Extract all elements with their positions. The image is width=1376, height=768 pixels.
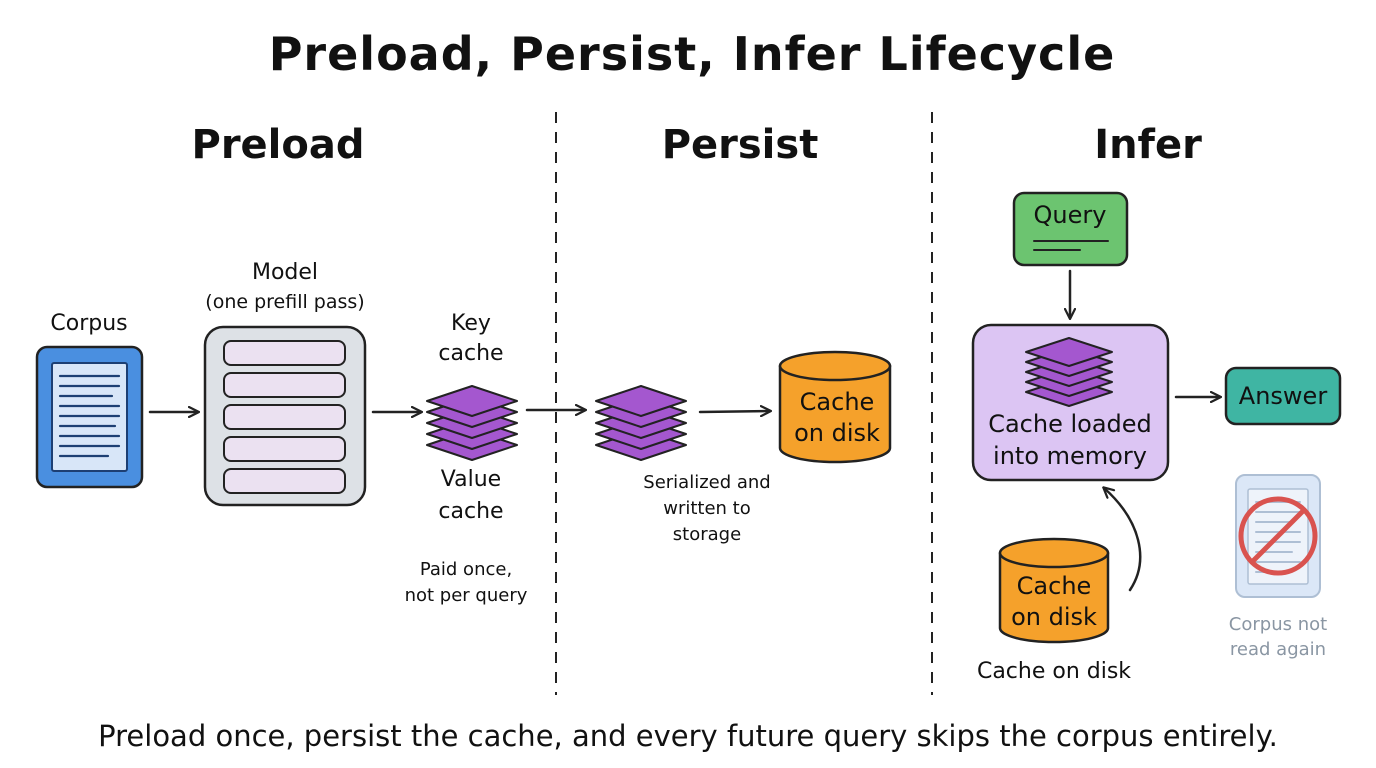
kv-cache-stack-icon — [1025, 337, 1113, 407]
model-block — [203, 325, 367, 507]
memory-label: Cache loaded — [988, 410, 1152, 438]
section-title-infer: Infer — [1094, 122, 1202, 168]
infer-disk-caption: Cache on disk — [977, 659, 1131, 684]
disk-cylinder-icon — [998, 537, 1110, 644]
corpus-not-read-note: read again — [1230, 639, 1326, 660]
kv-cache-stack-icon — [426, 385, 518, 461]
key-cache-label: Key — [451, 311, 491, 336]
section-title-preload: Preload — [192, 122, 365, 168]
diagram-title: Preload, Persist, Infer Lifecycle — [269, 27, 1116, 81]
persist-note: storage — [673, 524, 741, 545]
preload-note: not per query — [405, 585, 528, 606]
answer-label: Answer — [1239, 382, 1328, 410]
query-label: Query — [1034, 201, 1107, 229]
footer-caption: Preload once, persist the cache, and eve… — [98, 719, 1278, 753]
model-label: Model — [252, 260, 318, 285]
infer-disk-label: Cache — [1017, 572, 1092, 600]
model-sublabel: (one prefill pass) — [205, 291, 364, 313]
persist-note: written to — [663, 498, 751, 519]
corpus-label: Corpus — [50, 311, 127, 336]
key-cache-label: cache — [438, 341, 503, 366]
disk-cylinder-icon — [778, 350, 892, 464]
model-layer — [223, 340, 346, 366]
query-text-lines-icon — [1033, 240, 1109, 251]
kv-cache-stack-icon — [595, 385, 687, 461]
arrow-disk-to-memory — [1104, 488, 1142, 592]
value-cache-label: Value — [441, 467, 501, 492]
answer-box — [1224, 366, 1342, 426]
preload-note: Paid once, — [420, 559, 512, 580]
memory-label: into memory — [993, 442, 1147, 470]
persist-disk-label: on disk — [794, 419, 880, 447]
corpus-not-read-icon — [1235, 474, 1321, 598]
arrow-stack-to-disk — [698, 411, 770, 412]
corpus-document-icon — [35, 345, 144, 489]
value-cache-label: cache — [438, 499, 503, 524]
section-title-persist: Persist — [662, 122, 819, 168]
corpus-not-read-note: Corpus not — [1229, 614, 1327, 635]
query-box — [1012, 191, 1129, 267]
model-layer — [223, 372, 346, 398]
model-layer — [223, 436, 346, 462]
persist-note: Serialized and — [643, 472, 770, 493]
model-layer — [223, 404, 346, 430]
persist-disk-label: Cache — [800, 388, 875, 416]
model-layer — [223, 468, 346, 494]
infer-disk-label: on disk — [1011, 603, 1097, 631]
